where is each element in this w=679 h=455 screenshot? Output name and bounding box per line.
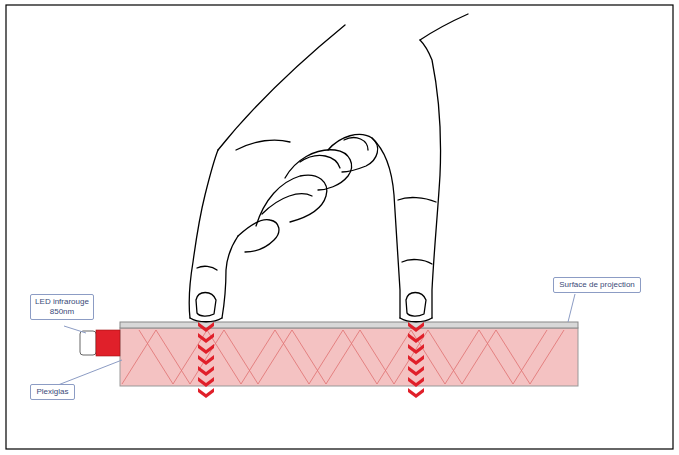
led-body <box>96 330 120 356</box>
pressure-chevron <box>198 344 214 354</box>
pressure-chevron <box>408 377 424 387</box>
pressure-arrows <box>198 322 424 398</box>
pressure-chevron <box>408 355 424 365</box>
pressure-chevron <box>198 355 214 365</box>
leader-line <box>568 294 575 322</box>
leader-line <box>64 326 86 333</box>
pressure-chevron <box>408 366 424 376</box>
total-internal-reflection <box>122 330 564 384</box>
label-box: Surface de projection <box>553 277 641 293</box>
pressure-chevron <box>198 366 214 376</box>
part-label: Surface de projection <box>558 280 636 290</box>
projection-surface <box>120 322 578 328</box>
pressure-chevron <box>408 333 424 343</box>
frame <box>6 5 673 449</box>
label-box: Plexiglas <box>30 384 75 400</box>
leader-line <box>58 360 122 385</box>
pressure-chevron <box>198 388 214 398</box>
pressure-chevron <box>408 344 424 354</box>
pressure-chevron <box>198 333 214 343</box>
light-ray <box>139 330 547 384</box>
pressure-chevron <box>198 322 214 332</box>
led-lens <box>80 331 96 355</box>
pressure-chevron <box>408 388 424 398</box>
pressure-chevron <box>198 377 214 387</box>
plexiglas-slab <box>120 328 578 386</box>
part-label: LED infrarouge 850nm <box>35 297 89 317</box>
part-label: Plexiglas <box>35 387 70 397</box>
pressure-chevron <box>408 322 424 332</box>
hand-drawing <box>189 14 468 322</box>
light-ray <box>122 330 564 384</box>
label-box: LED infrarouge 850nm <box>30 294 94 320</box>
